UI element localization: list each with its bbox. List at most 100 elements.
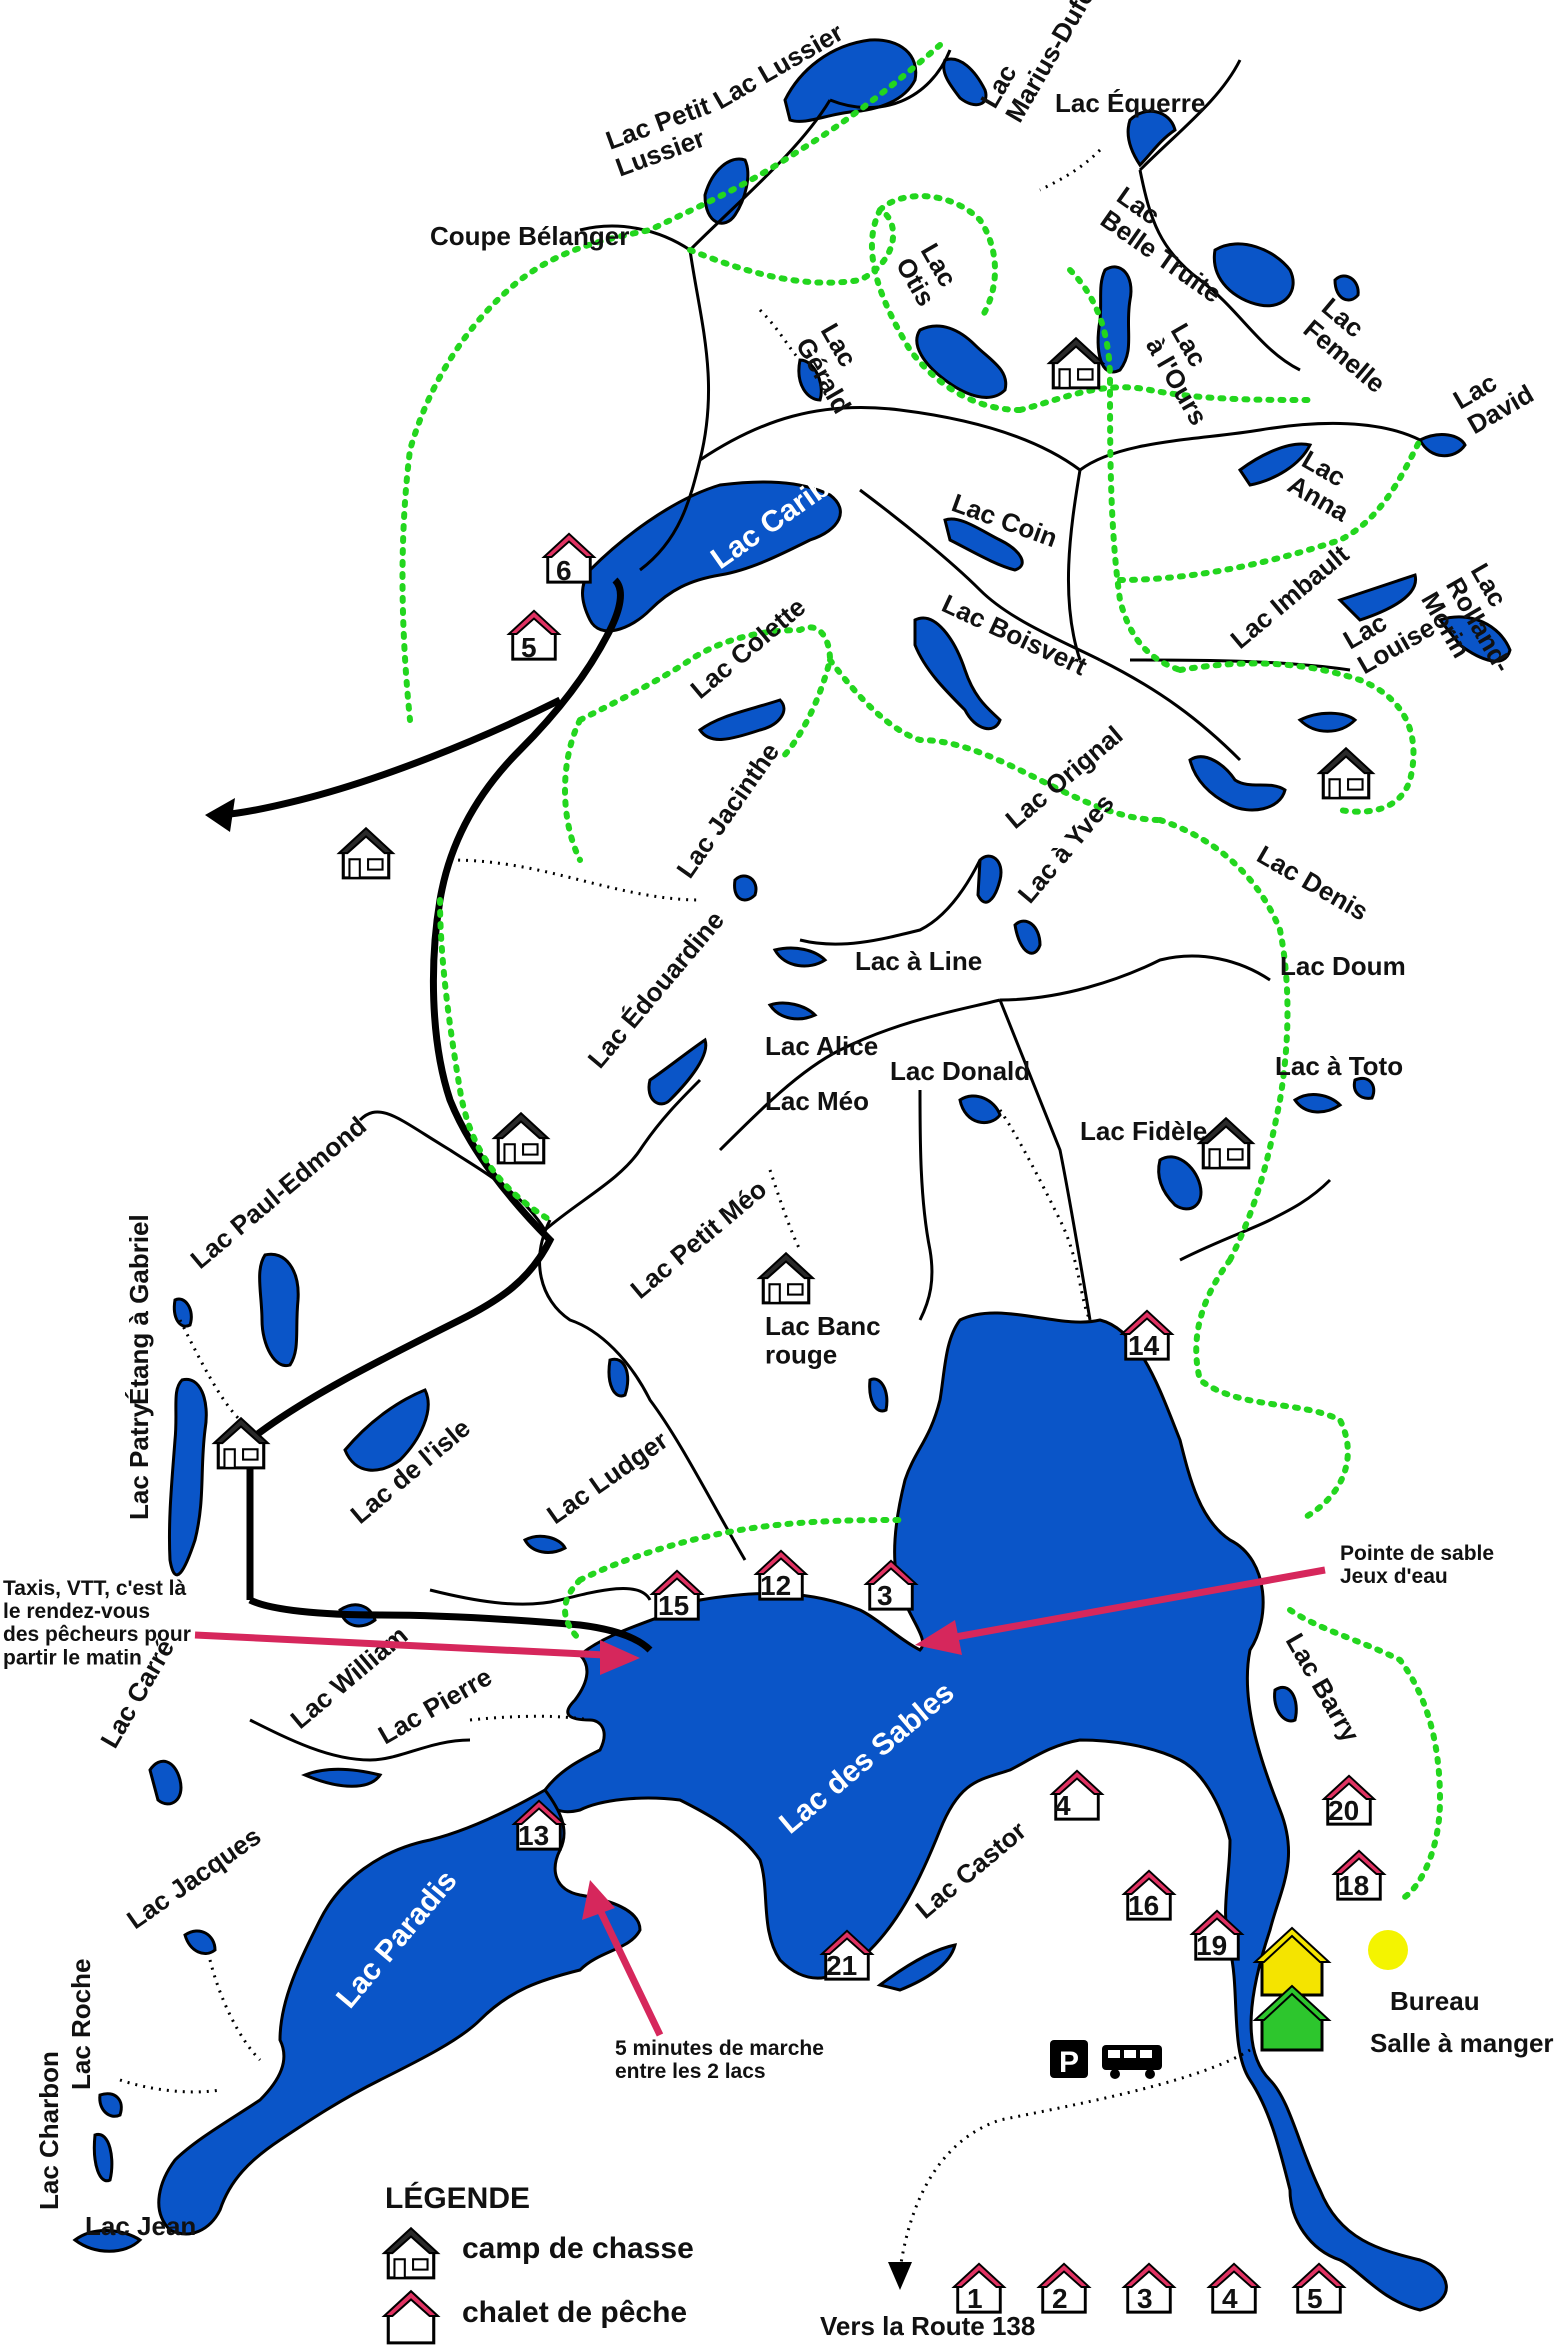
chalet-14[interactable]: 14 xyxy=(1120,1309,1174,1361)
lake-label-alice: Lac Alice xyxy=(765,1031,878,1061)
lake-pond-c-shape xyxy=(868,1377,889,1413)
pointe-arrowhead xyxy=(915,1620,962,1655)
lake-jean-shape xyxy=(72,2229,143,2253)
svg-text:16: 16 xyxy=(1128,1890,1159,1921)
salle-a-manger-label: Salle à manger xyxy=(1370,2028,1554,2058)
svg-text:P: P xyxy=(1059,2046,1079,2079)
lake-lussier-shape xyxy=(783,38,918,123)
footpaths-layer xyxy=(119,148,1251,2290)
camp-icon xyxy=(1317,746,1375,800)
lake-marius-dufour-shape xyxy=(942,57,988,107)
svg-text:5: 5 xyxy=(1307,2283,1323,2314)
lake-equerre-shape xyxy=(1126,109,1177,168)
lake-label-a-l-ours: Lacà l'Ours xyxy=(1140,318,1239,430)
chalet-12[interactable]: 12 xyxy=(754,1549,808,1601)
svg-text:15: 15 xyxy=(658,1590,689,1621)
facilities: P xyxy=(1050,1926,1408,2079)
lake-pierre-shape xyxy=(301,1767,383,1788)
lake-coin-shape xyxy=(943,517,1024,572)
lake-jacques-shape xyxy=(183,1929,217,1955)
trails-layer xyxy=(399,42,1444,1903)
lake-anna-shape xyxy=(1237,442,1313,487)
bus-icon xyxy=(1102,2045,1162,2079)
lake-pond-a-shape xyxy=(1352,1076,1376,1100)
chalet-7[interactable]: 6 xyxy=(542,532,596,586)
lake-donald-shape xyxy=(958,1094,1002,1124)
marche-arrow-line xyxy=(596,1908,664,2037)
chalet-1[interactable]: 1 xyxy=(952,2262,1006,2314)
legend-title: LÉGENDE xyxy=(385,2181,530,2215)
svg-text:1: 1 xyxy=(967,2283,983,2314)
lake-label-doum: Lac Doum xyxy=(1280,951,1406,981)
lake-gerald-shape xyxy=(797,358,823,402)
parking-icon: P xyxy=(1050,2040,1088,2079)
chalet-20[interactable]: 19 xyxy=(1190,1909,1244,1961)
lake-pond-b-shape xyxy=(607,1357,630,1398)
lake-david-shape xyxy=(1417,433,1467,458)
lake-jacinthe-shape xyxy=(733,874,758,902)
lake-label-fidele: Lac Fidèle xyxy=(1080,1116,1207,1146)
chalet-4[interactable]: 4 xyxy=(1207,2262,1261,2314)
salle-a-manger-icon[interactable] xyxy=(1252,1984,1332,2052)
bureau-icon[interactable] xyxy=(1252,1926,1332,1997)
svg-text:4: 4 xyxy=(1222,2283,1238,2314)
camp-icon xyxy=(337,826,395,880)
lake-otis-shape xyxy=(915,324,1008,399)
fishing-chalets: 6 5 14 15 12 3 4 13 20 18 16 19 21 1 2 3… xyxy=(507,532,1386,2314)
camp-icon xyxy=(757,1251,815,1305)
lake-charbon-shape xyxy=(92,2133,114,2183)
lake-label-femelle: LacFemelle xyxy=(1298,292,1410,399)
camp-icon xyxy=(1047,336,1105,390)
lake-label-gerald: LacGérald xyxy=(790,318,882,419)
lakes-layer xyxy=(72,38,1512,2312)
lake-des-sables-shape xyxy=(543,1311,1448,2312)
legend: LÉGENDE camp de chasse chalet de pêche xyxy=(382,2181,694,2345)
camp-icon xyxy=(1197,1116,1255,1170)
lake-castor-shape xyxy=(876,1943,958,1992)
lake-barry-shape xyxy=(1273,1686,1298,1723)
lake-label-donald: Lac Donald xyxy=(890,1056,1030,1086)
chalet-3[interactable]: 3 xyxy=(1122,2262,1176,2314)
chalet-18[interactable]: 18 xyxy=(1332,1849,1386,1901)
lake-denis-shape xyxy=(1188,755,1287,812)
chalet-19[interactable]: 20 xyxy=(1322,1774,1376,1826)
chalet-15[interactable]: 15 xyxy=(650,1569,704,1621)
chalet-2[interactable]: 2 xyxy=(1037,2262,1091,2314)
lake-label-david: LacDavid xyxy=(1448,354,1539,440)
chalet-6[interactable]: 5 xyxy=(507,609,561,663)
svg-text:3: 3 xyxy=(1137,2283,1153,2314)
lake-petit-lussier-shape xyxy=(703,157,750,225)
lake-colette-shape xyxy=(697,698,786,741)
lake-paradis-shape xyxy=(157,1788,642,2236)
svg-text:20: 20 xyxy=(1328,1795,1359,1826)
chalet-9[interactable]: 3 xyxy=(864,1559,918,1611)
lake-alice-shape xyxy=(767,1001,818,1021)
lake-label-colette: Lac Colette xyxy=(685,592,812,705)
lake-label-jacinthe: Lac Jacinthe xyxy=(670,737,785,883)
lake-label-etang-gabriel: Étang à Gabriel xyxy=(124,1214,154,1405)
lake-rolland-morin-shape xyxy=(1437,615,1512,663)
lake-label-pierre: Lac Pierre xyxy=(373,1661,497,1750)
lake-label-edouardine: Lac Édouardine xyxy=(582,905,730,1074)
route-arrowhead xyxy=(888,2262,912,2290)
lake-label-charbon: Lac Charbon xyxy=(34,2051,64,2210)
lake-label-barry: Lac Barry xyxy=(1280,1628,1366,1747)
lake-label-roche: Lac Roche xyxy=(66,1959,96,2091)
taxis-arrow-line xyxy=(194,1631,606,1659)
chalet-21[interactable]: 21 xyxy=(820,1929,874,1981)
chalet-16[interactable]: 16 xyxy=(1122,1869,1176,1921)
chalet-10[interactable]: 4 xyxy=(1050,1769,1104,1821)
lake-a-yves-shape xyxy=(976,854,1003,904)
bureau-label: Bureau xyxy=(1390,1986,1480,2016)
svg-text:13: 13 xyxy=(518,1820,549,1851)
svg-text:4: 4 xyxy=(1055,1790,1071,1821)
chalet-5[interactable]: 5 xyxy=(1292,2262,1346,2314)
svg-text:3: 3 xyxy=(877,1580,893,1611)
chalet-13[interactable]: 13 xyxy=(512,1799,566,1851)
lake-label-a-line: Lac à Line xyxy=(855,946,982,976)
svg-text:5: 5 xyxy=(521,632,537,663)
